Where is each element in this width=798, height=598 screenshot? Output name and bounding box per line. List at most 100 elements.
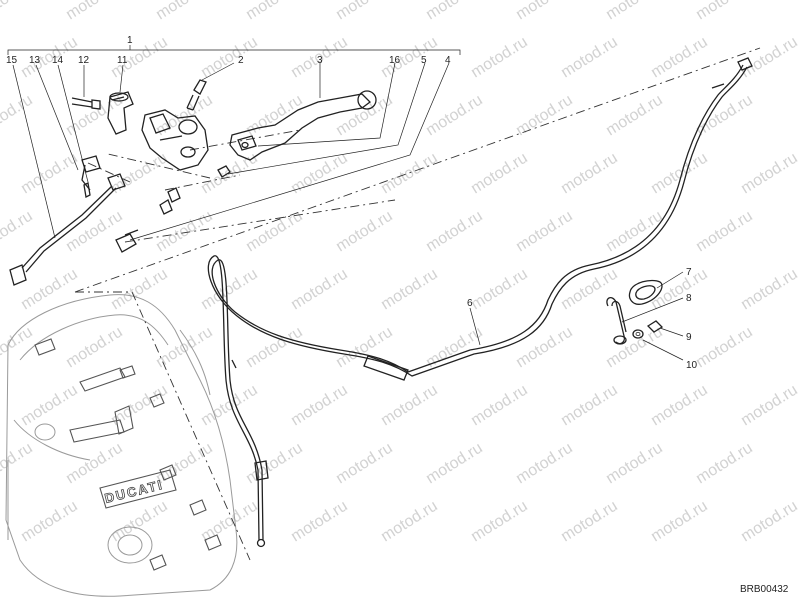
screw-2 xyxy=(186,79,207,111)
watermark: motod.ru xyxy=(18,150,81,198)
watermark: motod.ru xyxy=(468,150,531,198)
callout-8: 8 xyxy=(686,293,692,304)
watermark: motod.ru xyxy=(333,208,396,256)
watermark: motod.ru xyxy=(603,0,666,23)
clutch-cable xyxy=(207,57,753,548)
watermark: motod.ru xyxy=(423,0,486,23)
watermark: motod.ru xyxy=(378,150,441,198)
watermark: motod.ru xyxy=(0,208,36,256)
callout-3: 3 xyxy=(317,55,323,66)
bolt-12 xyxy=(71,97,101,110)
lever-bracket xyxy=(141,109,209,171)
watermark: motod.ru xyxy=(288,382,351,430)
watermark: motod.ru xyxy=(378,382,441,430)
watermark: motod.ru xyxy=(0,440,36,488)
callout-1: 1 xyxy=(127,35,133,46)
callout-16: 16 xyxy=(389,55,401,66)
watermark: motod.ru xyxy=(513,208,576,256)
lever-pivot-nut xyxy=(217,165,231,178)
callout-5: 5 xyxy=(421,55,427,66)
watermark: motod.ru xyxy=(693,324,756,372)
watermark: motod.ru xyxy=(243,440,306,488)
watermark: motod.ru xyxy=(738,382,798,430)
watermark: motod.ru xyxy=(288,498,351,546)
microswitch xyxy=(9,173,126,286)
watermark: motod.ru xyxy=(738,150,798,198)
grommet xyxy=(628,279,663,305)
cable-clip xyxy=(606,297,627,345)
watermark: motod.ru xyxy=(693,208,756,256)
watermark: motod.ru xyxy=(378,266,441,314)
watermark: motod.ru xyxy=(603,92,666,140)
watermark: motod.ru xyxy=(558,34,621,82)
watermark: motod.ru xyxy=(108,266,171,314)
clutch-lever xyxy=(229,90,377,161)
callout-7: 7 xyxy=(686,267,692,278)
watermark: motod.ru xyxy=(0,0,36,23)
callout-12: 12 xyxy=(78,55,90,66)
watermark: motod.ru xyxy=(18,266,81,314)
watermark: motod.ru xyxy=(198,34,261,82)
washer-10 xyxy=(632,329,644,339)
watermark: motod.ru xyxy=(63,324,126,372)
callout-9: 9 xyxy=(686,332,692,343)
watermark: motod.ru xyxy=(198,498,261,546)
watermark: motod.ru xyxy=(153,440,216,488)
assembly-axis-lines xyxy=(74,47,761,561)
screw-9 xyxy=(646,320,664,333)
watermark: motod.ru xyxy=(603,440,666,488)
callout-13: 13 xyxy=(29,55,41,66)
callout-6: 6 xyxy=(467,298,473,309)
watermark: motod.ru xyxy=(153,0,216,23)
watermark: motod.ru xyxy=(333,92,396,140)
watermark: motod.ru xyxy=(468,266,531,314)
watermark: motod.ru xyxy=(63,440,126,488)
watermark: motod.ru xyxy=(513,0,576,23)
watermark: motod.ru xyxy=(558,382,621,430)
watermark: motod.ru xyxy=(648,498,711,546)
watermark: motod.ru xyxy=(468,382,531,430)
hose-fitting xyxy=(115,187,181,253)
watermark: motod.ru xyxy=(288,266,351,314)
callout-labels: 1 15 13 14 12 11 2 3 16 5 4 6 7 8 9 10 xyxy=(6,35,698,371)
watermark: motod.ru xyxy=(63,208,126,256)
watermark: motod.ru xyxy=(243,324,306,372)
watermark: motod.ru xyxy=(153,92,216,140)
callout-14: 14 xyxy=(52,55,64,66)
watermark: motod.ru xyxy=(0,92,36,140)
callout-11: 11 xyxy=(117,55,128,66)
watermark: motod.ru xyxy=(243,0,306,23)
watermark: motod.ru xyxy=(693,92,756,140)
watermark: motod.ru xyxy=(378,34,441,82)
watermark: motod.ru xyxy=(648,34,711,82)
watermark: motod.ru xyxy=(738,266,798,314)
group-bracket-1 xyxy=(7,45,461,55)
watermark: motod.ru xyxy=(108,382,171,430)
watermark: motod.ru xyxy=(738,498,798,546)
callout-4: 4 xyxy=(445,55,451,66)
callout-2: 2 xyxy=(238,55,244,66)
watermark: motod.ru xyxy=(738,34,798,82)
watermark: motod.ru xyxy=(378,498,441,546)
watermark: motod.ru xyxy=(558,498,621,546)
watermark: motod.ru xyxy=(648,266,711,314)
watermark: motod.ru xyxy=(513,440,576,488)
watermark-layer: motod.ru motod.ru motod.ru motod.ru motod.ru… xyxy=(0,0,798,545)
watermark: motod.ru xyxy=(423,208,486,256)
watermark: motod.ru xyxy=(63,0,126,23)
watermark: motod.ru xyxy=(153,324,216,372)
watermark: motod.ru xyxy=(468,498,531,546)
watermark: motod.ru xyxy=(18,382,81,430)
drawing-code: BRB00432 xyxy=(740,584,789,595)
watermark: motod.ru xyxy=(423,92,486,140)
watermark: motod.ru xyxy=(558,266,621,314)
watermark: motod.ru xyxy=(468,34,531,82)
watermark: motod.ru xyxy=(423,440,486,488)
watermark: motod.ru xyxy=(693,440,756,488)
watermark: motod.ru xyxy=(333,0,396,23)
watermark: motod.ru xyxy=(243,208,306,256)
callout-leaders xyxy=(12,62,684,361)
callout-15: 15 xyxy=(6,55,18,66)
